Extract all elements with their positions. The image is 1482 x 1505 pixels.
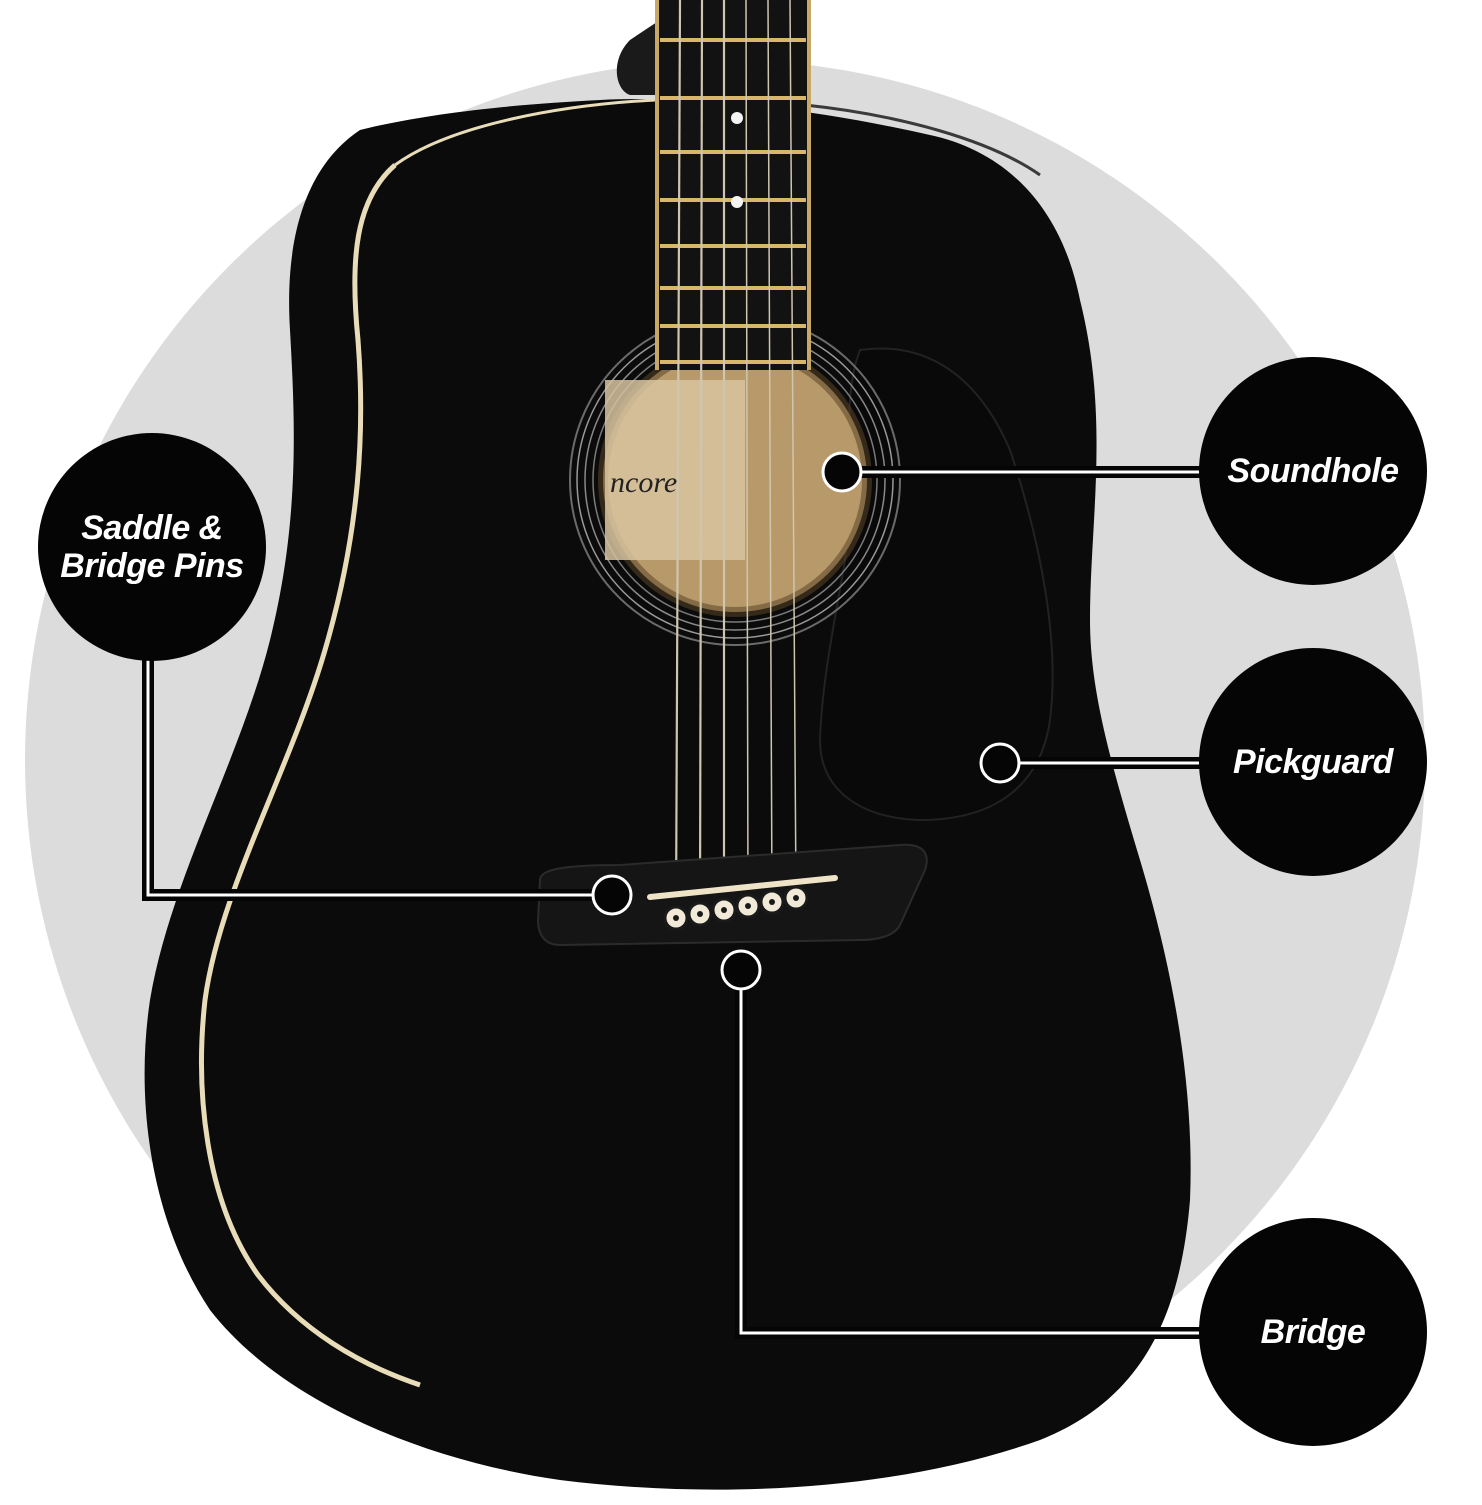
callout-saddle-bridge-pins-text: Saddle & Bridge Pins: [60, 509, 244, 585]
fret-marker-1: [731, 112, 743, 124]
callout-saddle-line2: Bridge Pins: [60, 547, 244, 585]
string-1: [674, 0, 682, 916]
fretboard: [658, 0, 808, 370]
fretboard-edge-right: [807, 0, 811, 370]
bridge-pin-center-6: [793, 895, 799, 901]
callout-pickguard-text: Pickguard: [1233, 743, 1393, 781]
string-2: [698, 0, 704, 912]
string-5: [767, 0, 773, 900]
callout-bridge: Bridge: [1199, 1218, 1427, 1446]
fret-marker-2: [731, 196, 743, 208]
dot-bridge: [720, 949, 762, 991]
string-6: [789, 0, 797, 896]
dot-saddle: [591, 874, 633, 916]
leader-dots: [591, 451, 1021, 991]
brand-logo: ncore: [610, 466, 677, 499]
leader-saddle-inner: [146, 660, 612, 897]
dot-pickguard: [979, 742, 1021, 784]
callout-soundhole-text: Soundhole: [1227, 452, 1399, 490]
callout-saddle-bridge-pins: Saddle & Bridge Pins: [38, 433, 266, 661]
bridge-pin-center-4: [745, 903, 751, 909]
body-side-shadow: [616, 20, 660, 95]
fretboard-edge-left: [655, 0, 659, 370]
bridge-pin-center-2: [697, 911, 703, 917]
callout-bridge-text: Bridge: [1260, 1313, 1366, 1351]
leader-bridge-inner: [739, 970, 1200, 1335]
saddle: [647, 875, 838, 900]
bridge-plate: [536, 843, 928, 947]
body-right-binding: [804, 103, 1041, 177]
bridge-pin-center-5: [769, 899, 775, 905]
body-top-binding: [394, 98, 656, 167]
leader-lines-inner: [146, 470, 1200, 1335]
neck: [655, 0, 811, 370]
soundhole-label: [605, 380, 745, 560]
strings: [674, 0, 797, 916]
bridge-pin-center-1: [673, 915, 679, 921]
callout-pickguard: Pickguard: [1199, 648, 1427, 876]
bridge-pins: [663, 885, 809, 931]
frets: [660, 38, 806, 364]
callout-saddle-line1: Saddle &: [81, 509, 223, 547]
bridge-pin-center-3: [721, 907, 727, 913]
bridge-assembly: [536, 843, 928, 947]
string-4: [745, 0, 749, 904]
dot-soundhole: [821, 451, 863, 493]
callout-soundhole: Soundhole: [1199, 357, 1427, 585]
body-binding: [199, 163, 421, 1388]
